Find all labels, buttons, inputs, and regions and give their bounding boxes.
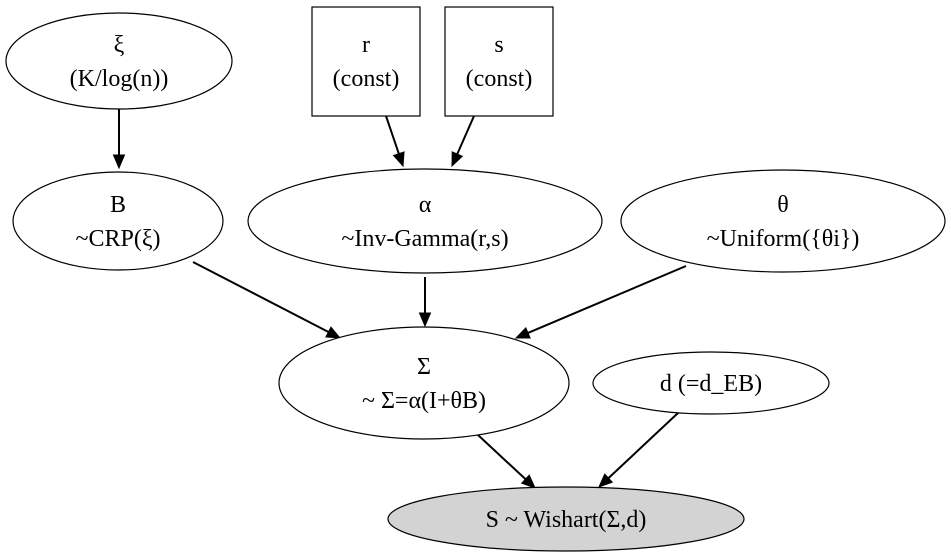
node-alpha-line1: α — [419, 192, 432, 218]
node-sigma-line2: ~ Σ=α(I+θB) — [362, 388, 486, 414]
node-B-line2: ~CRP(ξ) — [75, 226, 160, 252]
arrowhead-icon — [325, 326, 342, 339]
arrowhead-icon — [451, 151, 464, 168]
node-alpha-line2: ~Inv-Gamma(r,s) — [341, 226, 508, 252]
node-s-line1: s — [494, 32, 503, 58]
node-xi-line2: (K/log(n)) — [70, 66, 169, 92]
edge-line — [192, 261, 329, 333]
node-d-shape — [592, 351, 830, 415]
edge-d-to-S — [598, 412, 679, 488]
edge-sigma-to-S — [477, 434, 536, 489]
node-sigma: Σ ~ Σ=α(I+θB) — [278, 326, 570, 440]
edge-s-to-alpha — [451, 115, 475, 168]
node-r: r (const) — [311, 6, 421, 117]
arrowhead-icon — [112, 154, 126, 170]
node-d-line1: d (=d_EB) — [660, 371, 762, 397]
edge-line — [456, 115, 475, 155]
arrowhead-icon — [598, 473, 614, 488]
edge-B-to-sigma — [192, 261, 342, 339]
node-theta-line2: ~Uniform({θi}) — [707, 226, 860, 252]
node-d: d (=d_EB) — [592, 351, 830, 415]
edges-layer — [112, 109, 687, 489]
node-theta: θ ~Uniform({θi}) — [620, 169, 946, 273]
node-S-line1: S ~ Wishart(Σ,d) — [486, 507, 647, 533]
node-B-shape — [12, 171, 224, 271]
node-alpha: α ~Inv-Gamma(r,s) — [247, 168, 603, 274]
arrowhead-icon — [418, 312, 432, 328]
node-s: s (const) — [444, 6, 554, 117]
node-sigma-shape — [278, 326, 570, 440]
node-B-line1: B — [110, 192, 126, 218]
node-alpha-shape — [247, 168, 603, 274]
node-r-line2: (const) — [333, 66, 400, 92]
node-S-shape — [387, 486, 745, 552]
node-xi-line1: ξ — [114, 32, 125, 58]
node-theta-shape — [620, 169, 946, 273]
edge-line — [527, 265, 687, 334]
node-S: S ~ Wishart(Σ,d) — [387, 486, 745, 552]
node-r-line1: r — [362, 32, 370, 58]
node-theta-line1: θ — [777, 192, 789, 218]
arrowhead-icon — [520, 474, 536, 489]
edge-line — [385, 115, 400, 155]
edge-r-to-alpha — [385, 115, 405, 168]
node-sigma-line1: Σ — [417, 354, 431, 380]
node-r-shape — [311, 6, 421, 117]
edge-xi-to-B — [112, 109, 126, 170]
node-xi-shape — [5, 12, 233, 110]
node-s-line2: (const) — [466, 66, 533, 92]
edge-line — [477, 434, 527, 480]
node-xi: ξ (K/log(n)) — [5, 12, 233, 110]
edge-theta-to-sigma — [514, 265, 687, 339]
arrowhead-icon — [392, 151, 405, 168]
node-B: B ~CRP(ξ) — [12, 171, 224, 271]
edge-alpha-to-sigma — [418, 277, 432, 328]
edge-line — [607, 412, 679, 479]
node-s-shape — [444, 6, 554, 117]
arrowhead-icon — [514, 326, 531, 339]
